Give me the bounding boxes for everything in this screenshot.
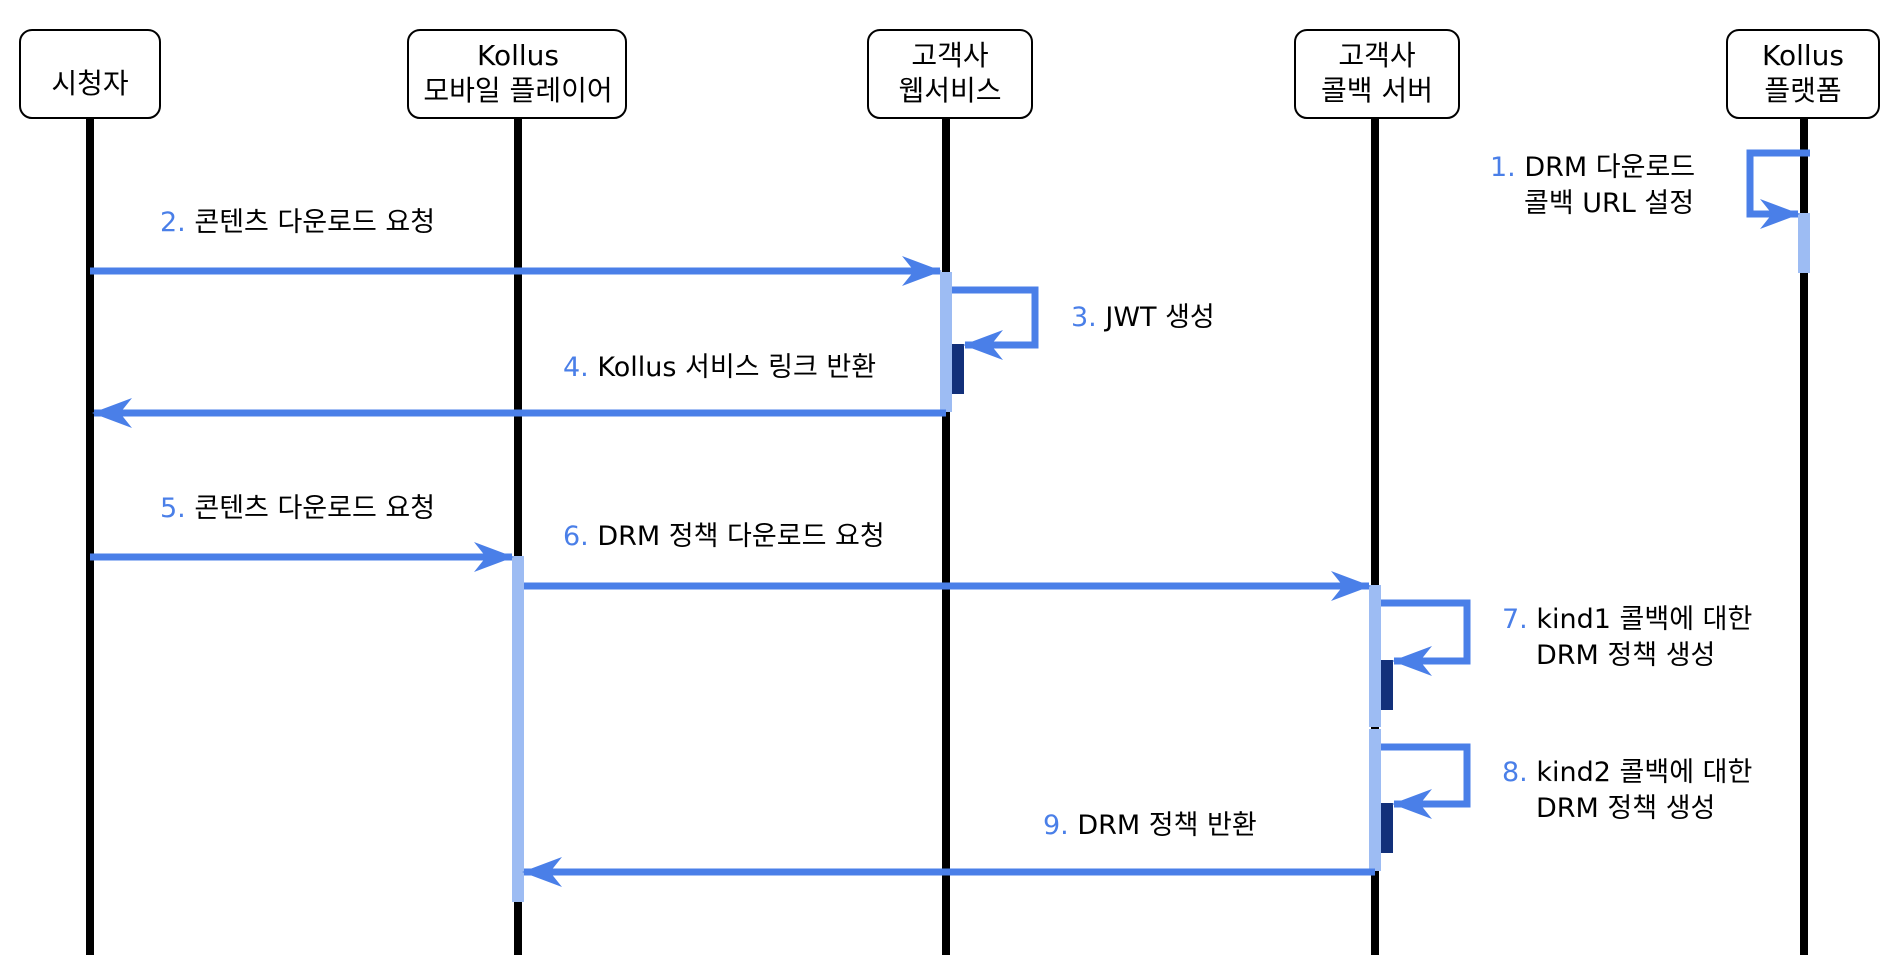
arrow-7-self xyxy=(1381,599,1471,676)
message-9-text: DRM 정책 반환 xyxy=(1077,810,1256,841)
message-3-text: JWT 생성 xyxy=(1103,302,1214,333)
participant-callback-label-line2: 콜백 서버 xyxy=(1321,74,1433,107)
activation-platform xyxy=(1798,213,1810,273)
participant-headers: 시청자 Kollus 모바일 플레이어 고객사 웹서비스 고객사 콜백 서버 K… xyxy=(19,29,1880,119)
message-7-text: kind1 콜백에 대한 xyxy=(1536,604,1752,635)
activation-bars xyxy=(512,213,1810,902)
message-4-number: 4. xyxy=(563,352,589,383)
message-1-text: DRM 다운로드 xyxy=(1524,152,1695,183)
message-5-text: 콘텐츠 다운로드 요청 xyxy=(194,493,435,524)
participant-platform: Kollus 플랫폼 xyxy=(1726,29,1880,119)
message-4: 4. Kollus 서비스 링크 반환 xyxy=(563,352,876,383)
participant-viewer: 시청자 xyxy=(19,29,161,119)
message-3-line1: 3. JWT 생성 xyxy=(1071,302,1215,333)
message-3-number: 3. xyxy=(1071,302,1097,333)
activation-callback-2 xyxy=(1369,729,1381,871)
message-labels: 1. DRM 다운로드 콜백 URL 설정 2. 콘텐츠 다운로드 요청 3. … xyxy=(160,152,1752,841)
activation-web-self xyxy=(952,344,964,394)
activation-callback-self-1 xyxy=(1381,660,1393,710)
message-8-text: kind2 콜백에 대한 xyxy=(1536,757,1752,788)
message-4-line1: 4. Kollus 서비스 링크 반환 xyxy=(563,352,876,383)
message-7-line1: 7. kind1 콜백에 대한 xyxy=(1502,604,1752,635)
message-8-number: 8. xyxy=(1502,757,1528,788)
participant-viewer-label: 시청자 xyxy=(51,67,128,100)
activation-callback-self-2 xyxy=(1381,803,1393,853)
message-1-line2: 콜백 URL 설정 xyxy=(1524,188,1694,219)
participant-web: 고객사 웹서비스 xyxy=(867,29,1033,119)
message-1: 1. DRM 다운로드 콜백 URL 설정 xyxy=(1490,152,1695,219)
message-5-number: 5. xyxy=(160,493,186,524)
message-9-line1: 9. DRM 정책 반환 xyxy=(1043,810,1257,841)
arrow-1-self xyxy=(1746,149,1810,229)
message-6-text: DRM 정책 다운로드 요청 xyxy=(597,521,884,552)
message-7-number: 7. xyxy=(1502,604,1528,635)
message-9: 9. DRM 정책 반환 xyxy=(1043,810,1257,841)
message-arrows xyxy=(90,149,1810,887)
participant-player: Kollus 모바일 플레이어 xyxy=(407,29,627,119)
participant-player-label-line1: Kollus xyxy=(477,39,559,72)
message-7-line2: DRM 정책 생성 xyxy=(1536,640,1715,671)
arrow-3-self xyxy=(952,286,1039,360)
participant-platform-label-line2: 플랫폼 xyxy=(1764,74,1841,107)
message-7: 7. kind1 콜백에 대한 DRM 정책 생성 xyxy=(1502,604,1752,671)
participant-callback: 고객사 콜백 서버 xyxy=(1294,29,1460,119)
lifelines xyxy=(86,118,1808,955)
message-2: 2. 콘텐츠 다운로드 요청 xyxy=(160,207,435,238)
message-8-line2: DRM 정책 생성 xyxy=(1536,793,1715,824)
message-6-line1: 6. DRM 정책 다운로드 요청 xyxy=(563,521,885,552)
message-3: 3. JWT 생성 xyxy=(1071,302,1215,333)
arrow-8-self xyxy=(1381,743,1471,819)
activation-player xyxy=(512,556,524,902)
participant-callback-label-line1: 고객사 xyxy=(1338,39,1415,72)
message-8-line1: 8. kind2 콜백에 대한 xyxy=(1502,757,1752,788)
message-5: 5. 콘텐츠 다운로드 요청 xyxy=(160,493,435,524)
participant-platform-label-line1: Kollus xyxy=(1762,39,1844,72)
message-1-number: 1. xyxy=(1490,152,1516,183)
message-8: 8. kind2 콜백에 대한 DRM 정책 생성 xyxy=(1502,757,1752,824)
message-5-line1: 5. 콘텐츠 다운로드 요청 xyxy=(160,493,435,524)
message-2-line1: 2. 콘텐츠 다운로드 요청 xyxy=(160,207,435,238)
message-2-number: 2. xyxy=(160,207,186,238)
activation-callback-1 xyxy=(1369,585,1381,727)
message-2-text: 콘텐츠 다운로드 요청 xyxy=(194,207,435,238)
message-6: 6. DRM 정책 다운로드 요청 xyxy=(563,521,885,552)
message-4-text: Kollus 서비스 링크 반환 xyxy=(597,352,876,383)
participant-player-label-line2: 모바일 플레이어 xyxy=(423,74,612,107)
message-6-number: 6. xyxy=(563,521,589,552)
message-1-line1: 1. DRM 다운로드 xyxy=(1490,152,1695,183)
activation-web xyxy=(940,272,952,412)
participant-web-label-line1: 고객사 xyxy=(911,39,988,72)
participant-web-label-line2: 웹서비스 xyxy=(898,74,1001,107)
message-9-number: 9. xyxy=(1043,810,1069,841)
